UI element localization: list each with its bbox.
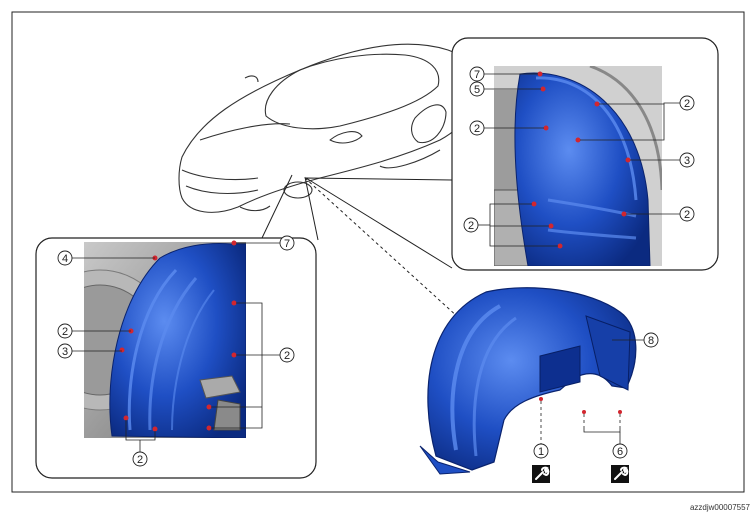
wrench-icon	[611, 465, 629, 483]
svg-text:1: 1	[538, 446, 544, 458]
callout-2-left-b: 2	[279, 347, 295, 363]
svg-text:2: 2	[684, 209, 690, 221]
callout-3-right: 3	[679, 152, 695, 168]
svg-text:2: 2	[468, 220, 474, 232]
callout-6: 6	[612, 443, 628, 459]
callout-2-right-d: 2	[463, 217, 479, 233]
callout-2-right-b: 2	[679, 95, 695, 111]
car-outline	[178, 43, 479, 213]
svg-text:2: 2	[137, 454, 143, 466]
callout-3-left: 3	[57, 343, 73, 359]
right-detail-callout-box	[305, 37, 719, 271]
svg-text:7: 7	[474, 69, 480, 81]
svg-text:4: 4	[62, 253, 68, 265]
svg-text:6: 6	[617, 446, 623, 458]
svg-text:2: 2	[62, 326, 68, 338]
callout-7-left: 7	[279, 235, 295, 251]
callout-7-right: 7	[469, 66, 485, 82]
svg-text:2: 2	[284, 350, 290, 362]
callout-2-right-c: 2	[679, 206, 695, 222]
svg-text:8: 8	[648, 335, 654, 347]
svg-text:2: 2	[474, 123, 480, 135]
clip-markers-left	[119, 240, 237, 432]
callout-4: 4	[57, 250, 73, 266]
left-detail-callout-box	[35, 174, 319, 479]
callout-1: 1	[533, 443, 549, 459]
outer-frame	[11, 11, 745, 493]
callout-5: 5	[469, 81, 485, 97]
svg-text:5: 5	[474, 84, 480, 96]
fender-liner-part	[419, 287, 637, 475]
callout-2-right-a: 2	[469, 120, 485, 136]
callout-8: 8	[643, 332, 659, 348]
svg-text:3: 3	[684, 155, 690, 167]
clip-markers-right	[531, 71, 631, 249]
svg-text:7: 7	[284, 238, 290, 250]
reference-code: azzdjw00007557	[689, 503, 750, 512]
callout-2-left-a: 2	[57, 323, 73, 339]
svg-text:2: 2	[684, 98, 690, 110]
wrench-icon	[532, 465, 550, 483]
callout-2-left-c: 2	[132, 451, 148, 467]
svg-text:3: 3	[62, 346, 68, 358]
